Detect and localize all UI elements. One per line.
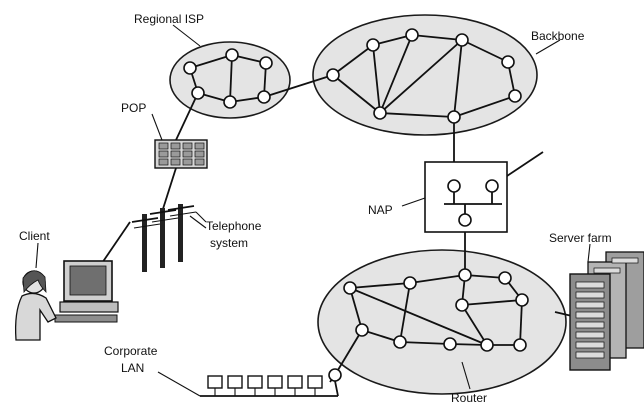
label-telephone-line2: system [210, 236, 248, 250]
corporate-router-node [328, 368, 342, 382]
label-router: Router [451, 391, 487, 405]
label-pop: POP [121, 101, 146, 115]
lower-isp-server-link [554, 311, 573, 317]
isp-backbone-link [263, 74, 334, 98]
label-client: Client [19, 229, 50, 243]
regional-isp-routers [183, 48, 273, 109]
label-corporate-line2: LAN [121, 361, 144, 375]
server-farm-icon [569, 251, 644, 371]
telephone-poles-icon [99, 204, 207, 272]
label-backbone: Backbone [531, 29, 585, 43]
label-nap: NAP [368, 203, 393, 217]
label-leader-lines [35, 24, 591, 397]
pop-telephone-link [161, 167, 177, 213]
backbone-cloud [312, 14, 538, 136]
corporate-lan-icon [200, 375, 339, 397]
client-person-icon [14, 270, 57, 341]
client-computer-icon [54, 260, 119, 323]
pop-icon [154, 139, 208, 169]
label-corporate-line1: Corporate [104, 344, 158, 358]
nap-box [424, 161, 508, 233]
label-server-farm: Server farm [549, 231, 612, 245]
backbone-routers [326, 28, 522, 124]
lower-isp-cloud [317, 249, 567, 395]
label-telephone-line1: Telephone [206, 219, 262, 233]
lower-isp-routers [328, 268, 529, 382]
isp-pop-link [175, 92, 199, 141]
label-regional-isp: Regional ISP [134, 12, 204, 26]
